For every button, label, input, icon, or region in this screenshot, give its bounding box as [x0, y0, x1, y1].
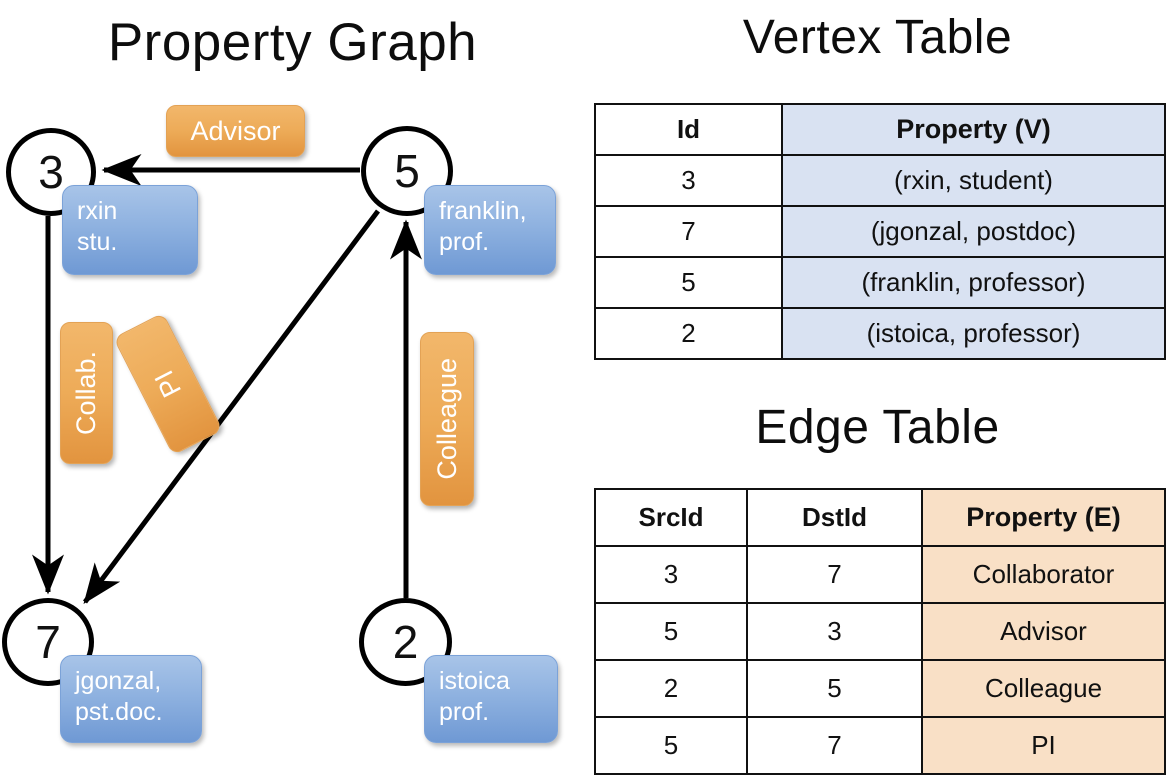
edge-label-advisor: Advisor: [166, 105, 305, 157]
graph-node-2-label: 2: [392, 616, 419, 668]
edge-cell-dstid: 7: [746, 716, 923, 775]
table-row[interactable]: 5 7 PI: [594, 716, 1166, 775]
edge-cell-dstid: 5: [746, 659, 923, 718]
node-property-line: prof.: [439, 227, 490, 256]
edge-label-text: Collab.: [71, 350, 101, 436]
vertex-cell-id: 5: [594, 256, 783, 309]
edge-cell-srcid: 5: [594, 716, 748, 775]
edge-cell-srcid: 2: [594, 659, 748, 718]
vertex-cell-property: (istoica, professor): [781, 307, 1166, 360]
node-property-callout-3: rxin stu.: [62, 185, 198, 275]
table-header-row: Id Property (V): [594, 103, 1166, 156]
vertex-header-id: Id: [594, 103, 783, 156]
vertex-cell-id: 2: [594, 307, 783, 360]
page-title-edge-table: Edge Table: [755, 401, 1000, 454]
table-row[interactable]: 7 (jgonzal, postdoc): [594, 205, 1166, 258]
vertex-cell-property: (franklin, professor): [781, 256, 1166, 309]
edge-cell-property: PI: [921, 716, 1166, 775]
edge-label-colleague: Colleague: [420, 332, 474, 506]
vertex-cell-id: 3: [594, 154, 783, 207]
graph-node-3-label: 3: [38, 146, 64, 198]
vertex-header-property: Property (V): [781, 103, 1166, 156]
graph-node-5[interactable]: 5: [361, 126, 453, 216]
vertex-cell-property: (rxin, student): [781, 154, 1166, 207]
edge-header-property: Property (E): [921, 488, 1166, 547]
table-row[interactable]: 2 5 Colleague: [594, 659, 1166, 718]
edge-label-text: PI: [148, 366, 187, 403]
graph-node-5-label: 5: [394, 145, 420, 197]
node-property-line: jgonzal,: [75, 667, 162, 695]
edge-cell-srcid: 3: [594, 545, 748, 604]
table-header-row: SrcId DstId Property (E): [594, 488, 1166, 547]
edge-cell-property: Collaborator: [921, 545, 1166, 604]
page-title-property-graph: Property Graph: [107, 13, 478, 72]
node-property-line: istoica: [439, 667, 510, 695]
edge-header-srcid: SrcId: [594, 488, 748, 547]
edge-cell-property: Colleague: [921, 659, 1166, 718]
edge-table: SrcId DstId Property (E) 3 7 Collaborato…: [594, 488, 1166, 775]
node-property-callout-5: franklin, prof.: [424, 185, 556, 275]
node-property-line: rxin: [77, 197, 118, 225]
page-title-vertex-table: Vertex Table: [742, 11, 1013, 64]
node-property-line: franklin,: [439, 197, 527, 225]
table-row[interactable]: 3 (rxin, student): [594, 154, 1166, 207]
edge-label-text: Advisor: [190, 115, 281, 146]
edge-cell-dstid: 3: [746, 602, 923, 661]
edge-header-dstid: DstId: [746, 488, 923, 547]
edge-cell-srcid: 5: [594, 602, 748, 661]
table-row[interactable]: 2 (istoica, professor): [594, 307, 1166, 360]
node-property-line: stu.: [77, 227, 118, 256]
vertex-cell-property: (jgonzal, postdoc): [781, 205, 1166, 258]
node-property-callout-7: jgonzal, pst.doc.: [60, 655, 202, 743]
edge-arrow-pi: [82, 209, 381, 605]
table-row[interactable]: 3 7 Collaborator: [594, 545, 1166, 604]
edge-cell-dstid: 7: [746, 545, 923, 604]
table-row[interactable]: 5 3 Advisor: [594, 602, 1166, 661]
node-property-line: prof.: [439, 697, 490, 726]
vertex-cell-id: 7: [594, 205, 783, 258]
property-graph-panel: Property Graph 3 5 7 2 rxin stu. frankli…: [0, 0, 585, 760]
node-property-line: pst.doc.: [75, 697, 163, 726]
edge-label-collab: Collab.: [60, 322, 113, 464]
edge-cell-property: Advisor: [921, 602, 1166, 661]
node-property-callout-2: istoica prof.: [424, 655, 558, 743]
graph-node-7-label: 7: [35, 616, 61, 668]
graph-edges-layer: [32, 154, 422, 605]
graph-node-2[interactable]: 2: [359, 598, 452, 686]
edge-label-text: Colleague: [431, 358, 462, 480]
vertex-table: Id Property (V) 3 (rxin, student) 7 (jgo…: [594, 103, 1166, 360]
table-row[interactable]: 5 (franklin, professor): [594, 256, 1166, 309]
